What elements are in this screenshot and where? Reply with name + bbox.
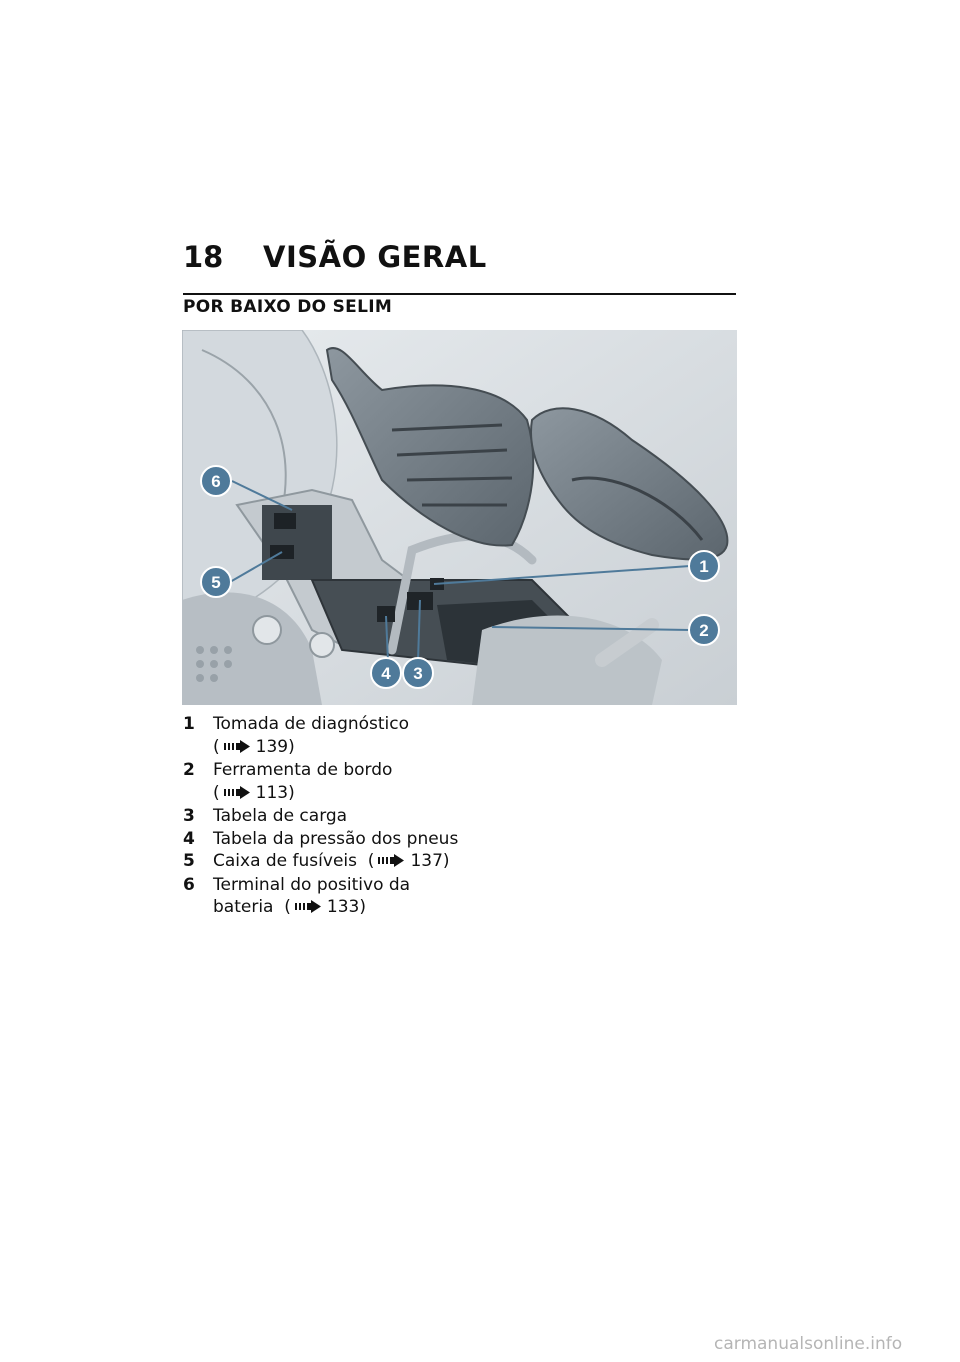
legend-item: 2 Ferramenta de bordo (113): [183, 759, 473, 805]
battery-positive-terminal: [274, 513, 296, 529]
grille: [196, 646, 232, 682]
legend-number: 4: [183, 828, 195, 849]
legend-number: 3: [183, 806, 195, 826]
legend-item: 4 Tabela da pressão dos pneus: [183, 828, 473, 851]
legend-item: 1 Tomada de diagnóstico (139): [183, 713, 473, 759]
page-reference[interactable]: (139): [213, 737, 295, 757]
legend-item: 6 Terminal do positivo da bateria (133): [183, 874, 473, 920]
page-reference-number: 137): [410, 851, 450, 871]
legend-text: Tabela da pressão dos pneus: [213, 828, 459, 849]
legend-item: 5 Caixa de fusíveis (137): [183, 850, 473, 874]
legend-number: 6: [183, 874, 195, 895]
page-reference[interactable]: (113): [213, 783, 295, 803]
callout-1-label: 1: [699, 557, 708, 576]
legend-text: Ferramenta de bordo: [213, 760, 393, 780]
header-rule: [183, 293, 736, 295]
page-reference[interactable]: (137): [362, 851, 450, 874]
callout-2-label: 2: [699, 621, 708, 640]
page-number: 18: [183, 240, 224, 274]
arrow-right-icon: [223, 737, 250, 760]
arrow-right-icon: [378, 851, 405, 874]
section-title: POR BAIXO DO SELIM: [183, 297, 393, 317]
page-header: 18 VISÃO GERAL: [183, 240, 736, 274]
legend-number: 1: [183, 714, 195, 734]
page-reference-number: 133): [326, 897, 367, 917]
grab-handle: [595, 618, 659, 667]
rear-body: [472, 615, 662, 705]
arrow-right-icon: [223, 783, 250, 806]
callout-2: 2: [688, 614, 720, 646]
rear-seat-underside: [571, 476, 704, 541]
callout-lines: [229, 480, 691, 662]
under-seat-figure: 1 2 3 4 5 6: [182, 330, 737, 705]
frame-bolt: [309, 632, 335, 658]
frame-bolt: [252, 615, 282, 645]
legend: 1 Tomada de diagnóstico (139) 2 Ferramen…: [183, 713, 473, 920]
legend-number: 2: [183, 760, 195, 780]
callout-5: 5: [200, 566, 232, 598]
motorcycle-under-seat-illustration: 1 2 3 4 5 6: [182, 330, 737, 705]
callout-5-label: 5: [211, 573, 220, 592]
legend-text: Caixa de fusíveis: [213, 851, 357, 871]
arrow-right-icon: [294, 897, 321, 920]
callout-3-label: 3: [413, 664, 422, 683]
battery-area: [262, 505, 332, 580]
legend-text: Tabela de carga: [213, 806, 348, 826]
chapter-title: VISÃO GERAL: [263, 240, 487, 274]
front-seat: [325, 347, 535, 547]
page-reference[interactable]: (133): [279, 897, 366, 917]
legend-item: 3 Tabela de carga: [183, 805, 473, 828]
callout-6: 6: [200, 465, 232, 497]
watermark: carmanualsonline.info: [714, 1334, 903, 1354]
tyre-pressure-sticker: [377, 606, 395, 622]
legend-text: Tomada de diagnóstico: [213, 714, 410, 734]
page-reference-number: 113): [255, 782, 295, 803]
callout-4-label: 4: [381, 664, 391, 683]
legend-text: Terminal do positivo da bateria: [213, 874, 411, 918]
legend-number: 5: [183, 851, 195, 871]
callout-4: 4: [370, 657, 402, 689]
seat-underside-ribs: [391, 423, 513, 507]
callout-1: 1: [688, 550, 720, 582]
callout-6-label: 6: [211, 472, 220, 491]
page-reference-number: 139): [255, 736, 295, 757]
callout-3: 3: [402, 657, 434, 689]
